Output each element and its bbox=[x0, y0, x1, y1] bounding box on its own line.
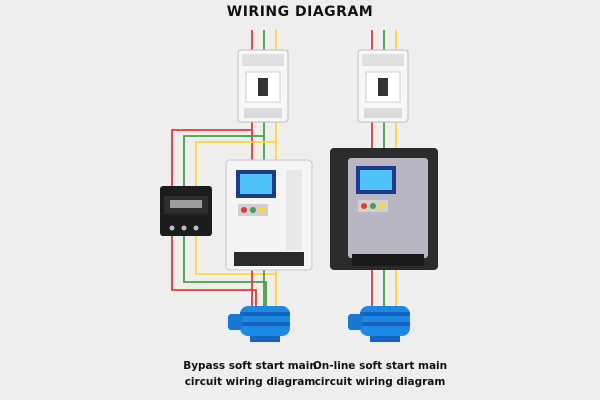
caption-online-line2: circuit wiring diagram bbox=[314, 376, 446, 388]
left-circuit-breaker bbox=[237, 49, 289, 123]
caption-bypass-line2: circuit wiring diagram bbox=[184, 376, 316, 388]
right-motor bbox=[348, 306, 410, 342]
contactor bbox=[160, 186, 212, 236]
left-motor bbox=[228, 306, 290, 342]
page-title: WIRING DIAGRAM bbox=[226, 4, 374, 20]
left-soft-starter bbox=[225, 159, 313, 271]
right-circuit-breaker bbox=[357, 49, 409, 123]
caption-bypass: Bypass soft start main circuit wiring di… bbox=[150, 358, 350, 390]
caption-bypass-line1: Bypass soft start main bbox=[183, 360, 317, 372]
right-soft-starter bbox=[330, 148, 438, 270]
caption-online: On-line soft start main circuit wiring d… bbox=[280, 358, 480, 390]
left-wires bbox=[171, 30, 277, 306]
caption-online-line1: On-line soft start main bbox=[312, 360, 448, 372]
